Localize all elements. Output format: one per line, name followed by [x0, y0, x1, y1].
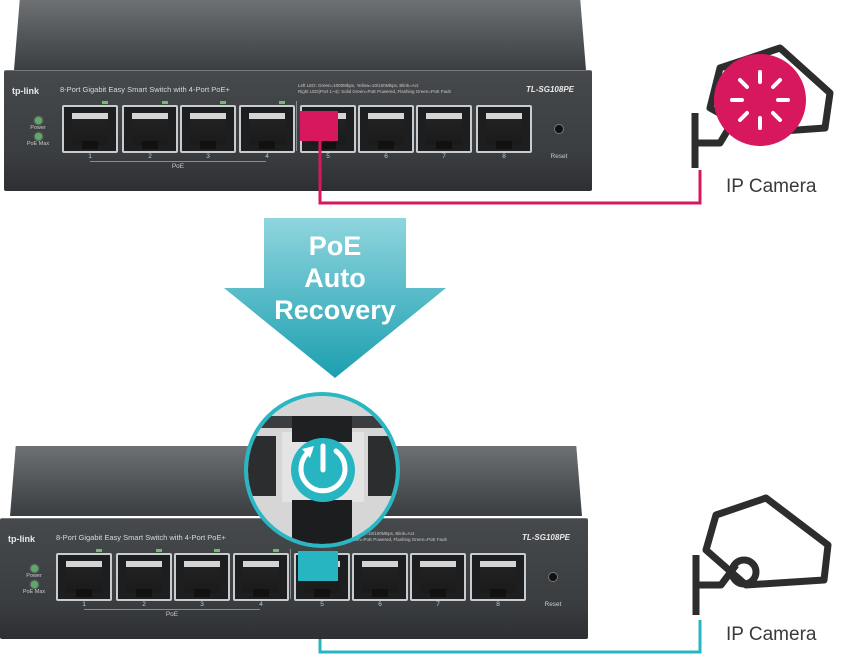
switch-front-panel: tp-link 8-Port Gigabit Easy Smart Switch… — [0, 518, 588, 639]
ethernet-port-7[interactable] — [410, 553, 466, 601]
bottom-camera-label: IP Camera — [726, 624, 817, 645]
top-camera-label: IP Camera — [726, 176, 817, 197]
port-led — [214, 549, 220, 552]
magnifier-zoom — [244, 392, 400, 548]
port-number: 1 — [82, 601, 86, 608]
ethernet-port-8[interactable] — [476, 105, 532, 153]
poe-divider — [290, 549, 291, 599]
power-led-label: Power — [26, 573, 42, 579]
port-led — [162, 101, 168, 104]
poe-group-label: PoE — [90, 161, 266, 170]
port-number: 8 — [496, 601, 500, 608]
down-arrow-icon — [224, 218, 446, 378]
ethernet-port-5[interactable] — [294, 553, 350, 601]
legend-line-2: Right LED(Port 1~4): Solid Green=PoE Pow… — [294, 537, 447, 542]
legend-line-2: Right LED(Port 1~4): Solid Green=PoE Pow… — [298, 89, 451, 94]
port-number: 6 — [378, 601, 382, 608]
port-number: 4 — [259, 601, 263, 608]
ethernet-port-6[interactable] — [352, 553, 408, 601]
arrow-line-1: PoE — [308, 231, 362, 261]
model-name: TL-SG108PE — [521, 533, 570, 542]
switch-title: 8-Port Gigabit Easy Smart Switch with 4-… — [60, 85, 230, 94]
fault-plug — [300, 111, 338, 141]
power-led — [30, 565, 38, 572]
model-name: TL-SG108PE — [525, 85, 574, 94]
port-number: 3 — [200, 601, 204, 608]
port-number: 1 — [88, 153, 92, 160]
port-led — [156, 549, 162, 552]
ethernet-port-3[interactable] — [174, 553, 230, 601]
ethernet-port-2[interactable] — [116, 553, 172, 601]
port-number: 6 — [384, 153, 388, 160]
status-leds: Power PoE Max — [18, 115, 58, 147]
port-number: 7 — [436, 601, 440, 608]
port-number: 5 — [326, 153, 330, 160]
top-switch: tp-link 8-Port Gigabit Easy Smart Switch… — [4, 0, 592, 192]
fault-indicator-icon — [714, 54, 806, 146]
ethernet-port-4[interactable] — [239, 105, 295, 153]
ethernet-port-6[interactable] — [358, 105, 414, 153]
port-led — [220, 101, 226, 104]
port-led — [102, 101, 108, 104]
switch-front-panel: tp-link 8-Port Gigabit Easy Smart Switch… — [4, 70, 592, 191]
port-number: 7 — [442, 153, 446, 160]
power-led-label: Power — [30, 125, 46, 131]
ip-camera-recovered-icon — [692, 494, 832, 615]
switch-top-cover — [14, 0, 586, 70]
ethernet-port-7[interactable] — [416, 105, 472, 153]
reset-button[interactable] — [548, 572, 558, 582]
bottom-switch: tp-link 8-Port Gigabit Easy Smart Switch… — [0, 446, 588, 639]
reset-label: Reset — [550, 153, 568, 160]
port-number: 2 — [142, 601, 146, 608]
brand-logo: tp-link — [8, 534, 35, 544]
poe-max-led-label: PoE Max — [26, 141, 50, 147]
poe-max-led-label: PoE Max — [22, 589, 46, 595]
reset-button[interactable] — [554, 124, 564, 134]
power-led — [34, 117, 42, 124]
legend-line-1: Left LED: Green=1000Mbps, Yellow=10/100M… — [298, 83, 419, 88]
status-leds: Power PoE Max — [14, 563, 54, 595]
ethernet-port-3[interactable] — [180, 105, 236, 153]
port-led — [273, 549, 279, 552]
ethernet-port-8[interactable] — [470, 553, 526, 601]
ethernet-port-1[interactable] — [56, 553, 112, 601]
poe-max-led — [30, 581, 38, 588]
arrow-line-2: Auto — [304, 263, 366, 293]
port-led — [279, 101, 285, 104]
ethernet-port-4[interactable] — [233, 553, 289, 601]
port-number: 5 — [320, 601, 324, 608]
brand-logo: tp-link — [12, 86, 39, 96]
poe-group-label: PoE — [84, 609, 260, 618]
reset-label: Reset — [544, 601, 562, 608]
port-led — [96, 549, 102, 552]
fault-cable — [318, 141, 702, 205]
arrow-caption: PoE Auto Recovery — [224, 230, 446, 326]
port-number: 4 — [265, 153, 269, 160]
led-legend: Left LED: Green=1000Mbps, Yellow=10/100M… — [298, 83, 508, 95]
port-number: 3 — [206, 153, 210, 160]
ethernet-port-2[interactable] — [122, 105, 178, 153]
poe-max-led — [34, 133, 42, 140]
zoomed-port-view — [248, 396, 396, 544]
poe-divider — [296, 101, 297, 151]
ethernet-port-1[interactable] — [62, 105, 118, 153]
port-number: 8 — [502, 153, 506, 160]
switch-title: 8-Port Gigabit Easy Smart Switch with 4-… — [56, 533, 226, 542]
arrow-line-3: Recovery — [274, 295, 396, 325]
ip-camera-fault-icon — [691, 44, 834, 168]
port-number: 2 — [148, 153, 152, 160]
